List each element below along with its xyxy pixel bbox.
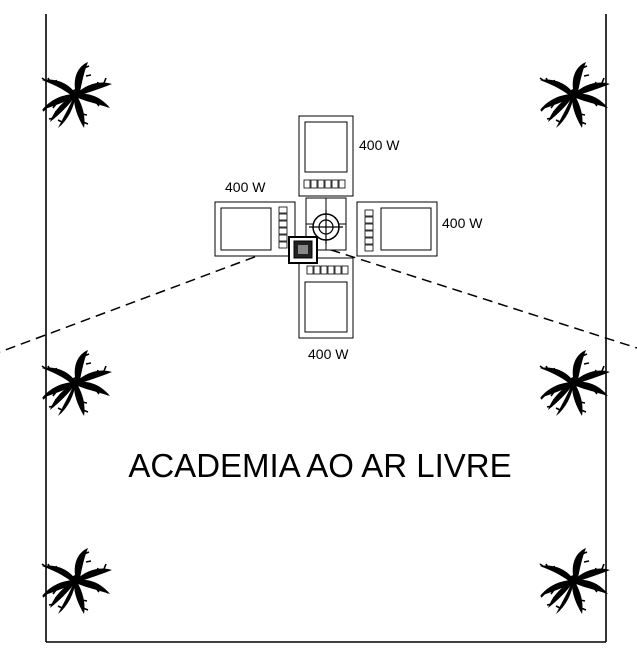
palm-tree-icon <box>41 349 113 417</box>
luminaire-top-label: 400 W <box>359 137 400 153</box>
palm-tree-icon <box>539 547 611 615</box>
palm-tree-icon <box>539 349 611 417</box>
site-boundary <box>45 14 607 643</box>
luminaire-left <box>214 201 296 257</box>
luminaire-right <box>356 201 438 257</box>
palm-tree-icon <box>41 61 113 129</box>
luminaire-top <box>298 115 354 197</box>
luminaire-right-label: 400 W <box>442 215 483 231</box>
palm-tree-icon <box>539 61 611 129</box>
luminaire-bottom-label: 400 W <box>308 346 349 362</box>
electrical-box-icon <box>288 236 318 264</box>
area-title: ACADEMIA AO AR LIVRE <box>128 447 511 484</box>
palm-tree-icon <box>41 547 113 615</box>
light-beam-lines <box>0 239 637 353</box>
pole-mount-icon <box>309 210 343 244</box>
luminaire-bottom <box>298 257 354 339</box>
luminaire-left-label: 400 W <box>225 179 266 195</box>
